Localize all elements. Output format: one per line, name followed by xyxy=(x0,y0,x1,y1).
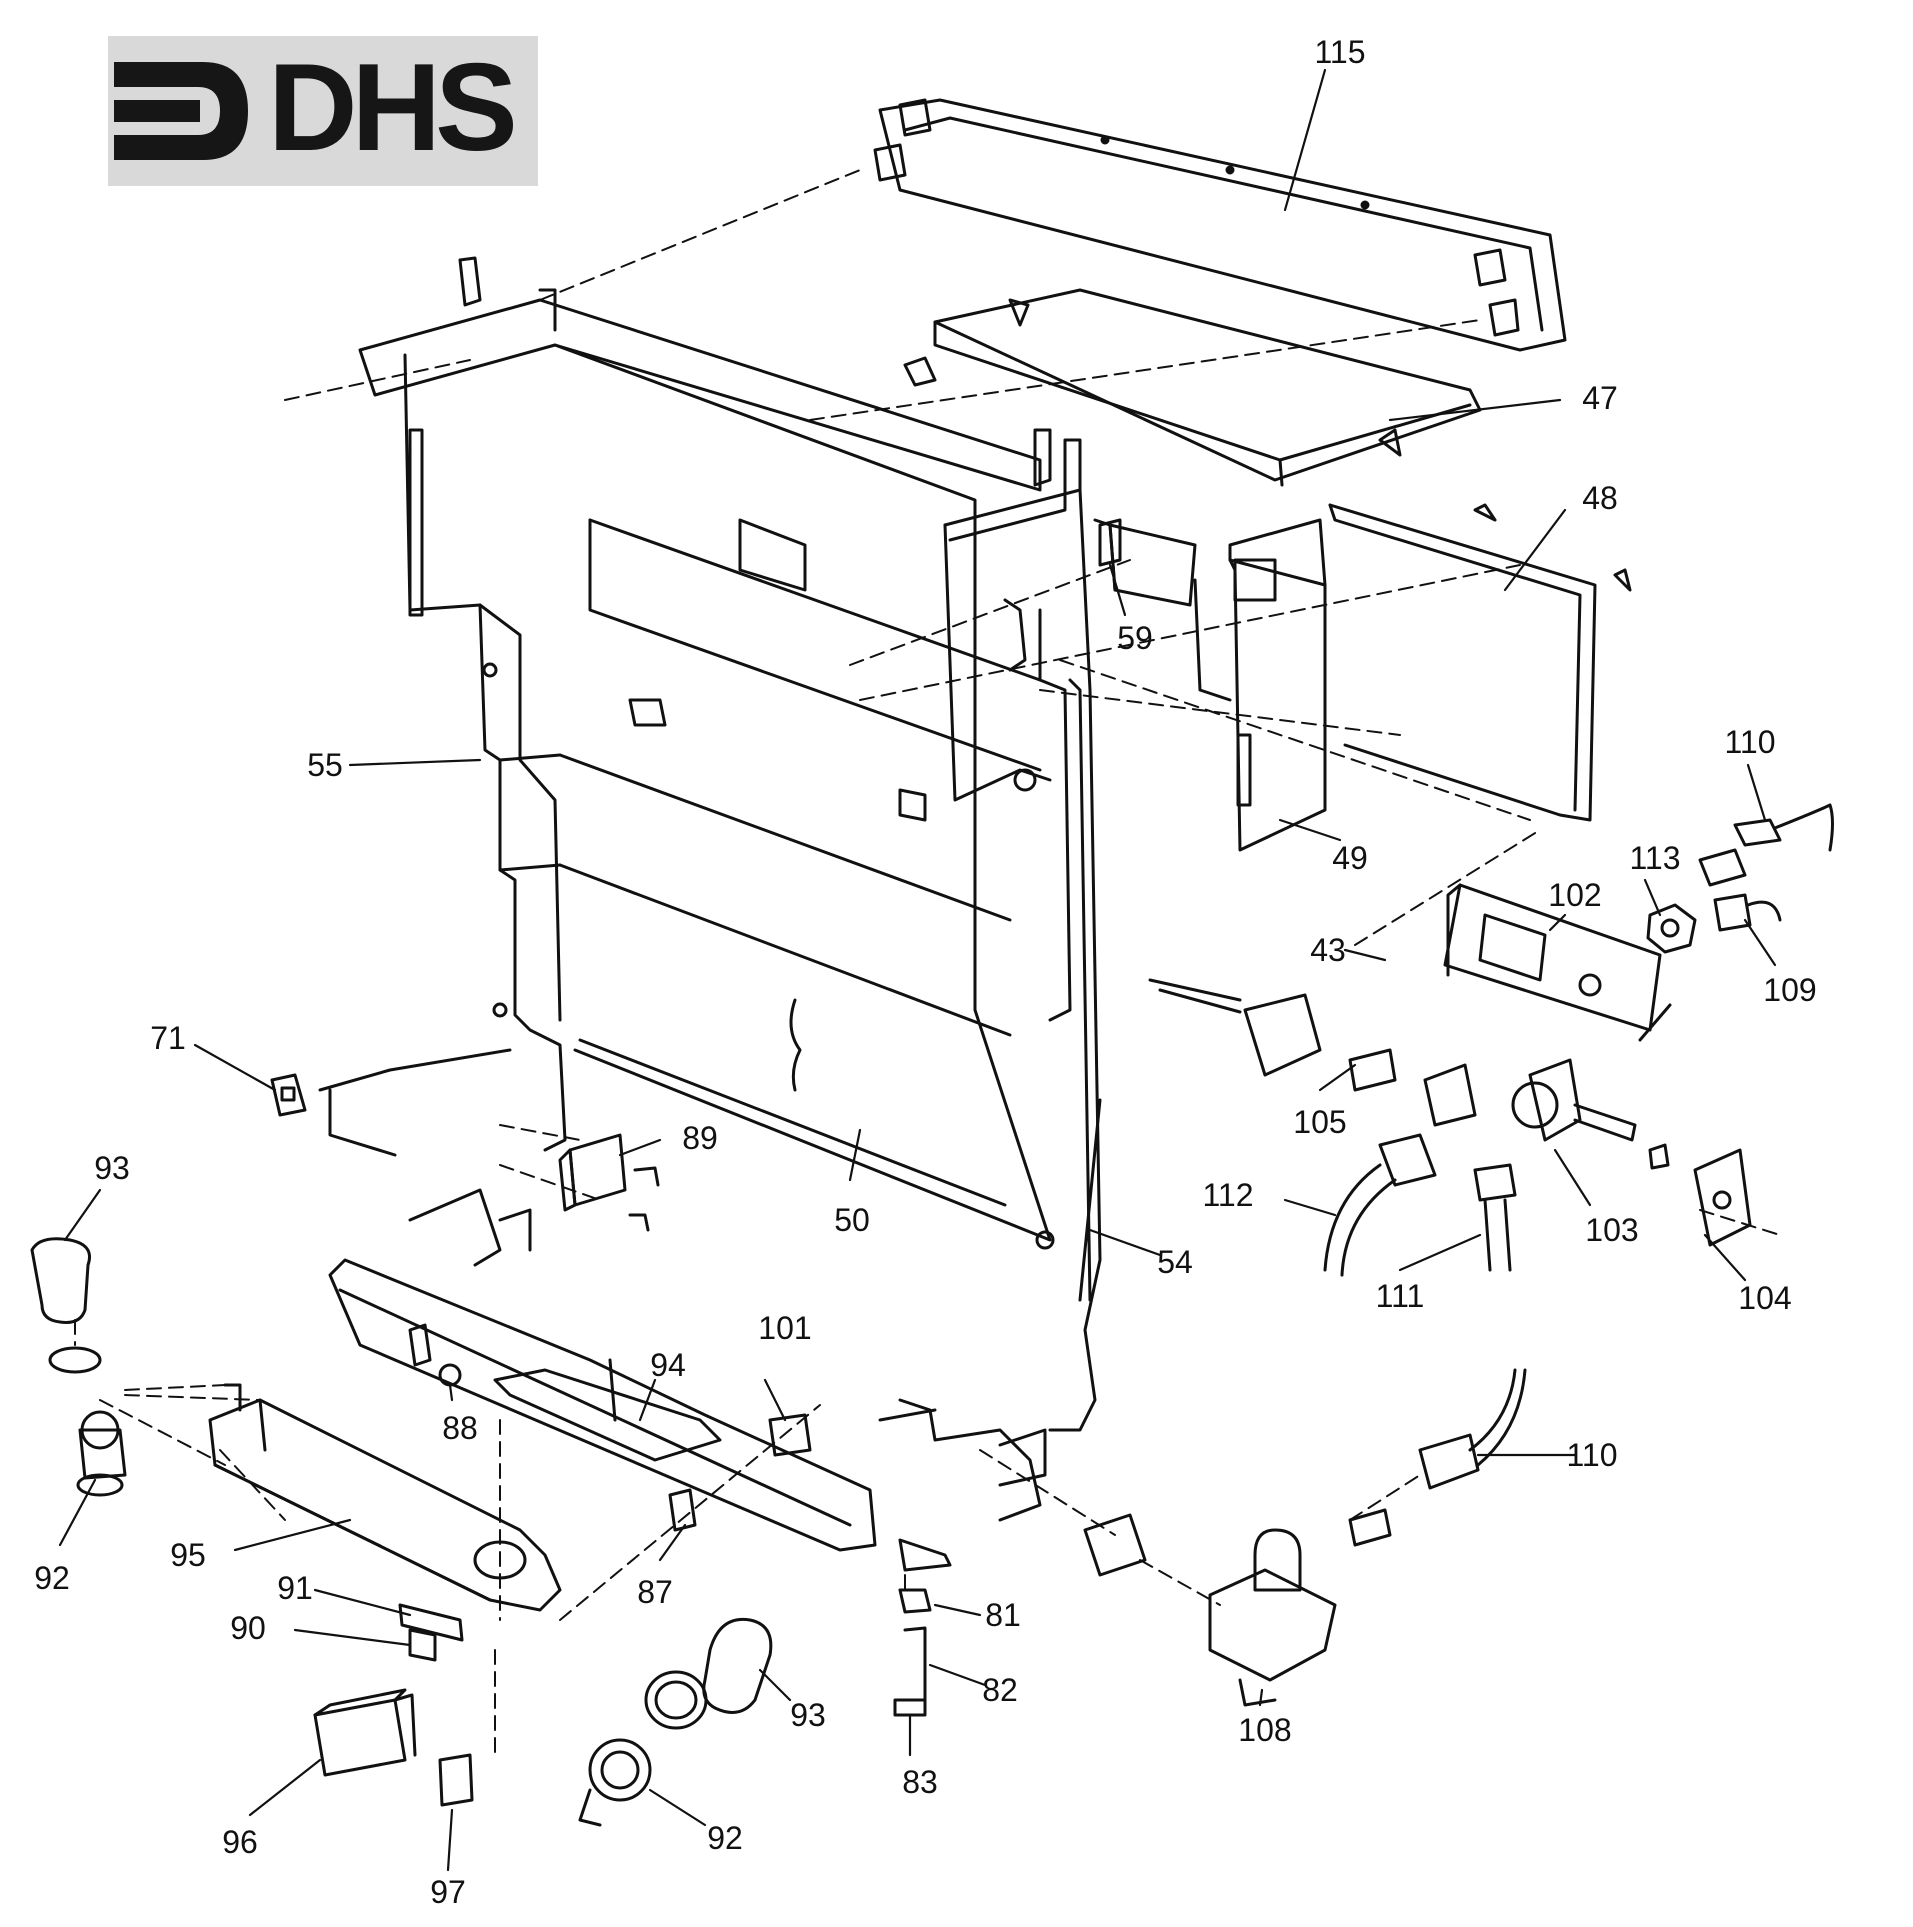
callout-108: 108 xyxy=(1238,1712,1292,1748)
callout-102: 102 xyxy=(1548,877,1602,913)
callout-89: 89 xyxy=(682,1120,718,1156)
fitting-left-of-108 xyxy=(1083,1513,1147,1577)
callout-43: 43 xyxy=(1310,932,1346,968)
callout-103: 103 xyxy=(1585,1212,1639,1248)
part-47-top-pan xyxy=(903,288,1482,487)
part-92-lamp-holder-bottom xyxy=(578,1738,652,1827)
callout-109: 109 xyxy=(1763,972,1817,1008)
callout-48: 48 xyxy=(1582,480,1618,516)
callout-91: 91 xyxy=(277,1570,313,1606)
callout-110-lower: 110 xyxy=(1566,1437,1618,1473)
part-94-channel xyxy=(493,1358,722,1462)
callout-94: 94 xyxy=(650,1347,686,1383)
callout-54: 54 xyxy=(1157,1244,1193,1280)
callout-82: 82 xyxy=(982,1672,1018,1708)
assembly-dashed-lines xyxy=(74,169,1781,1761)
part-108-valve xyxy=(1208,1528,1337,1707)
callout-110-upper: 110 xyxy=(1724,724,1776,760)
part-102-bracket xyxy=(1443,883,1672,1042)
callout-92-left: 92 xyxy=(34,1560,70,1596)
logo-wordmark: DHS xyxy=(268,39,518,177)
callout-90: 90 xyxy=(230,1610,266,1646)
part-91-90-switch xyxy=(398,1603,464,1662)
callout-97: 97 xyxy=(430,1874,466,1910)
callout-55: 55 xyxy=(307,747,343,783)
part-48-rear-panel xyxy=(1328,503,1632,822)
part-93-lamp-bottom xyxy=(644,1617,773,1730)
callout-96: 96 xyxy=(222,1824,258,1860)
callout-88: 88 xyxy=(442,1410,478,1446)
callout-92-bottom: 92 xyxy=(707,1820,743,1856)
callout-115: 115 xyxy=(1314,34,1366,70)
part-97-connector xyxy=(438,1753,474,1807)
callout-87: 87 xyxy=(637,1574,673,1610)
part-49-side-bracket xyxy=(1193,518,1327,852)
part-96-transformer xyxy=(313,1688,417,1777)
part-87-clip xyxy=(668,1488,697,1532)
part-71-clip xyxy=(270,1073,307,1117)
arrow-logo-icon xyxy=(114,62,248,160)
part-92-lamp-holder-left xyxy=(76,1410,127,1497)
callout-81: 81 xyxy=(985,1597,1021,1633)
callout-leader-lines xyxy=(58,68,1777,1872)
callout-49: 49 xyxy=(1332,840,1368,876)
part-110-lower-tube xyxy=(1348,1368,1527,1547)
part-55-left-side-panel xyxy=(358,256,1042,1152)
part-112-tube xyxy=(1323,1133,1437,1277)
callout-105: 105 xyxy=(1293,1104,1347,1140)
callout-111: 111 xyxy=(1375,1278,1425,1314)
callout-83: 83 xyxy=(902,1764,938,1800)
part-50-rear-wall xyxy=(553,343,1052,1242)
part-93-lamp-left xyxy=(30,1237,102,1374)
part-59-bracket xyxy=(1093,518,1197,607)
callout-101: 101 xyxy=(758,1310,812,1346)
part-115-trim-bar xyxy=(873,98,1567,352)
part-54-right-frame xyxy=(943,428,1122,1432)
part-111-tube xyxy=(1473,1163,1517,1272)
callout-47: 47 xyxy=(1582,380,1618,416)
part-89-switch xyxy=(558,1133,660,1232)
callout-71: 71 xyxy=(150,1020,186,1056)
part-109-tube xyxy=(1713,893,1782,932)
callout-50: 50 xyxy=(834,1202,870,1238)
callout-104: 104 xyxy=(1738,1280,1792,1316)
callout-93-left: 93 xyxy=(94,1150,130,1186)
part-101-tab xyxy=(768,1413,812,1457)
callout-93-bottom: 93 xyxy=(790,1697,826,1733)
callout-95: 95 xyxy=(170,1537,206,1573)
callout-112: 112 xyxy=(1202,1177,1254,1213)
callout-113: 113 xyxy=(1629,840,1681,876)
part-103-burner-valve xyxy=(1511,1058,1637,1142)
part-110-upper-tube xyxy=(1698,803,1834,887)
part-81-83-fasteners xyxy=(893,1588,932,1717)
part-95-lamp-bracket xyxy=(208,1383,562,1612)
dhs-logo: DHS xyxy=(108,36,538,186)
part-113-nut xyxy=(1646,903,1697,954)
part-105-fitting xyxy=(1148,978,1477,1127)
callout-59: 59 xyxy=(1117,620,1153,656)
part-104-bracket xyxy=(1648,1143,1752,1247)
